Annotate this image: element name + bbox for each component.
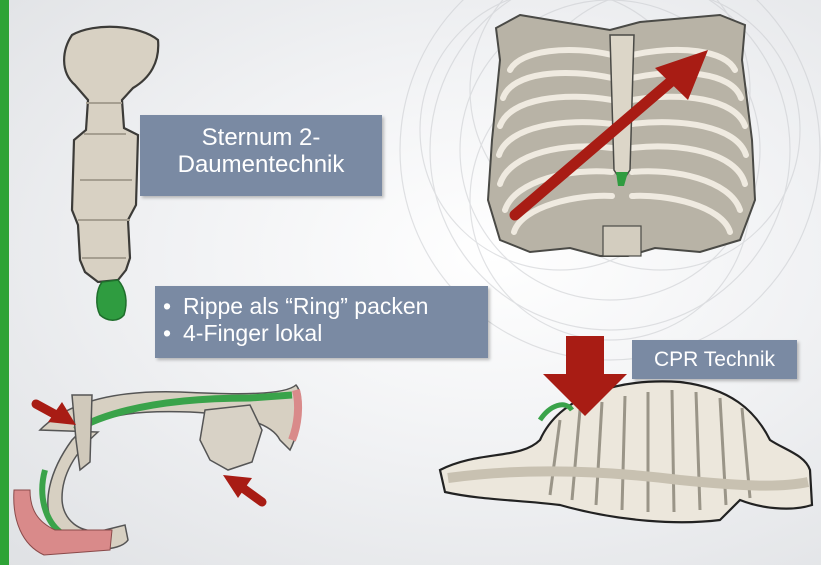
bullet-icon: • — [163, 293, 183, 320]
bullet-icon: • — [163, 320, 183, 347]
rib-technique-caption: •Rippe als “Ring” packen •4-Finger lokal — [155, 286, 488, 358]
rib-technique-list: •Rippe als “Ring” packen •4-Finger lokal — [163, 293, 488, 347]
cpr-caption: CPR Technik — [632, 340, 797, 379]
rib-cage-front-image — [488, 15, 755, 256]
sternum-caption: Sternum 2- Daumentechnik — [140, 115, 382, 196]
sternum-caption-line1: Sternum 2- — [140, 124, 382, 151]
rib-ring-image — [14, 385, 301, 555]
sternum-caption-line2: Daumentechnik — [140, 151, 382, 178]
list-item: •4-Finger lokal — [163, 320, 488, 347]
list-item: •Rippe als “Ring” packen — [163, 293, 488, 320]
